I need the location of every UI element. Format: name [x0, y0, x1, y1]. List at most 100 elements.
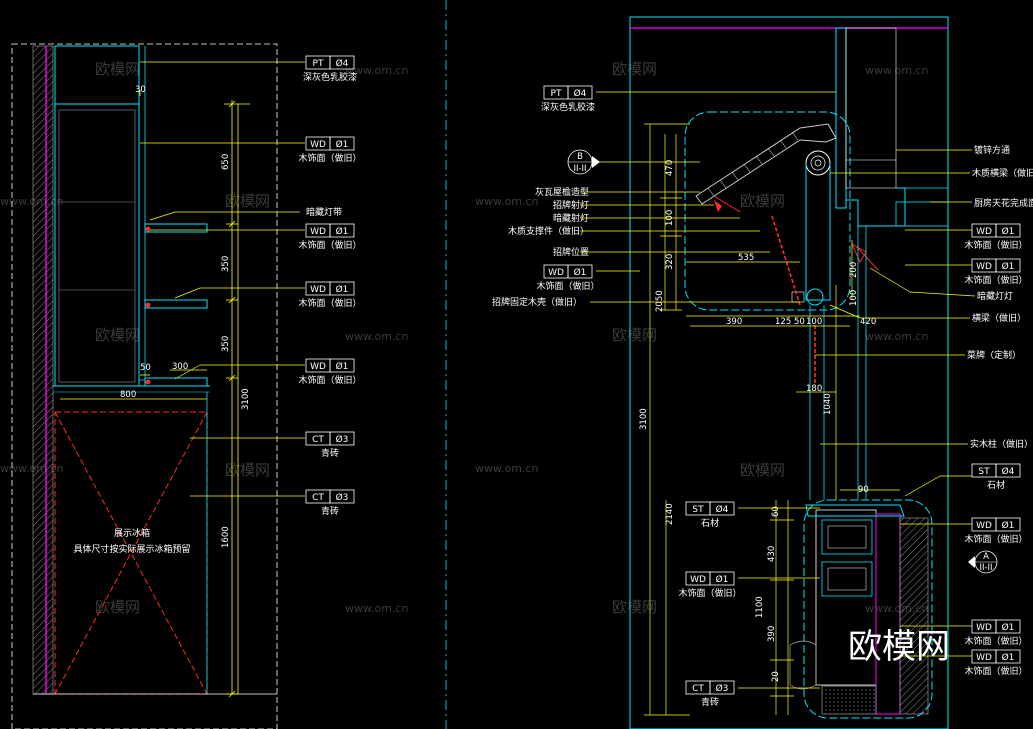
watermark-cn: 欧模网 — [612, 326, 657, 344]
svg-text:B: B — [577, 152, 583, 162]
tag-description: 木饰面（做旧） — [964, 274, 1027, 286]
beam-end-circle — [805, 150, 831, 176]
tag-number: Ø1 — [336, 361, 349, 372]
roof-eave — [695, 123, 837, 205]
detail-callout-1 — [684, 111, 851, 311]
dim-2140: 2140 — [665, 503, 675, 525]
watermark-url: www.om.cn — [345, 330, 408, 343]
tag-number: Ø3 — [336, 492, 349, 503]
tag-description: 木饰面（做旧） — [678, 587, 741, 599]
watermark-url: www.om.cn — [0, 195, 63, 208]
tag-description: 木饰面（做旧） — [964, 533, 1027, 545]
tag-number: Ø4 — [716, 504, 729, 515]
tag-code: CT — [312, 435, 324, 445]
tag-number: Ø3 — [716, 683, 729, 694]
tag-code: WD — [690, 575, 706, 585]
tag-number: Ø1 — [1002, 622, 1015, 633]
material-tag: CT Ø3 青砖 — [305, 489, 355, 517]
tag-description: 深灰色乳胶漆 — [303, 71, 357, 83]
shelf-3 — [144, 377, 208, 387]
dim-320: 320 — [665, 254, 675, 270]
material-tag: WD Ø1 木饰面（做旧） — [298, 358, 362, 386]
label-hidden-light: 暗藏射灯 — [553, 212, 589, 224]
tag-description: 青砖 — [321, 505, 339, 517]
label-kitchen-ceiling: 厨房天花完成面 — [974, 197, 1033, 209]
label-wood-support: 木质支撑件（做旧） — [508, 225, 589, 237]
tag-description: 木饰面（做旧） — [298, 239, 361, 251]
tag-code: WD — [976, 262, 992, 272]
watermark-cn: 欧模网 — [95, 598, 140, 616]
tag-number: Ø4 — [1002, 466, 1015, 477]
tag-description: 青砖 — [321, 447, 339, 459]
tag-code: WD — [310, 362, 326, 372]
left-shelf-inner — [58, 109, 136, 383]
shelf-1 — [144, 223, 208, 233]
dim-430: 430 — [767, 546, 777, 562]
tag-code: WD — [310, 227, 326, 237]
dim-1600: 1600 — [221, 526, 231, 548]
dim-50: 50 — [140, 363, 151, 373]
watermark-cn: 欧模网 — [95, 60, 140, 78]
tag-description: 木饰面（做旧） — [964, 239, 1027, 251]
right-dimension-lines — [644, 123, 900, 716]
tag-description: 石材 — [987, 479, 1005, 491]
dim-1040: 1040 — [823, 393, 833, 415]
fridge-note: 具体尺寸按实际展示冰箱预留 — [73, 543, 190, 555]
tag-number: Ø1 — [716, 574, 729, 585]
watermark-cn: 欧模网 — [95, 326, 140, 344]
tag-number: Ø4 — [336, 58, 349, 69]
dim-535: 535 — [738, 253, 754, 263]
dim-50: 50 — [794, 317, 805, 327]
left-wall-hatch — [32, 45, 54, 695]
dim-200: 200 — [849, 262, 859, 278]
tag-number: Ø1 — [574, 267, 587, 278]
dim-420: 420 — [860, 317, 876, 327]
dim-3100: 3100 — [639, 408, 649, 430]
watermark-cn: 欧模网 — [612, 598, 657, 616]
tag-number: Ø1 — [1002, 226, 1015, 237]
dim-470: 470 — [665, 160, 675, 176]
dim-60: 60 — [771, 506, 781, 517]
watermark-cn: 欧模网 — [740, 461, 785, 479]
tag-description: 石材 — [701, 517, 719, 529]
tag-code: CT — [312, 493, 324, 503]
dim-3100: 3100 — [241, 388, 251, 410]
label-sign-light: 招牌射灯 — [553, 199, 589, 211]
svg-text:II-II: II-II — [979, 563, 992, 573]
dim-800: 800 — [120, 390, 136, 400]
dim-100-c: 100 — [849, 290, 859, 306]
dim-90: 90 — [858, 485, 869, 495]
watermark-cn: 欧模网 — [225, 192, 270, 210]
right-section: 470 100 320 2050 535 390 125 50 100 420 … — [492, 16, 1033, 729]
big-watermark: 欧模网 — [848, 627, 950, 667]
section-marker-a: A II-II — [968, 550, 998, 574]
shelf-2 — [144, 299, 208, 309]
tag-description: 木饰面（做旧） — [298, 374, 361, 386]
tag-code: ST — [978, 467, 990, 477]
watermarks: 欧模网 www.om.cn 欧模网 www.om.cn 欧模网 欧模网 www.… — [0, 60, 928, 616]
tag-code: WD — [976, 227, 992, 237]
tag-description: 木饰面（做旧） — [536, 280, 599, 292]
watermark-cn: 欧模网 — [225, 461, 270, 479]
right-outline — [629, 16, 949, 729]
tag-code: WD — [976, 653, 992, 663]
tag-code: WD — [548, 268, 564, 278]
tag-description: 木饰面（做旧） — [298, 152, 361, 164]
material-tag-wd: WD Ø1 木饰面（做旧） — [678, 571, 742, 599]
watermark-url: www.om.cn — [345, 64, 408, 77]
dim-30: 30 — [135, 85, 146, 95]
material-tag-wd: WD Ø1 木饰面（做旧） — [964, 223, 1028, 251]
label-menu-board: 菜牌（定制） — [967, 349, 1021, 361]
watermark-url: www.om.cn — [865, 330, 928, 343]
tag-number: Ø3 — [336, 434, 349, 445]
watermark-url: www.om.cn — [475, 195, 538, 208]
tag-code: PT — [551, 89, 562, 99]
